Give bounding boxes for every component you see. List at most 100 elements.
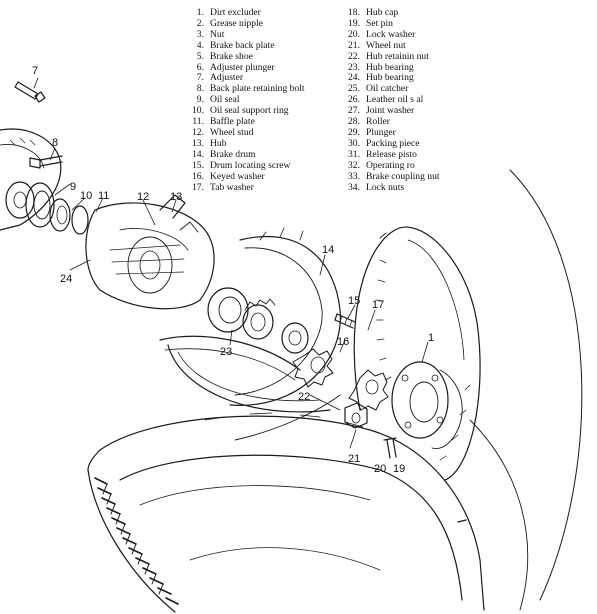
callout-18: 1 bbox=[428, 332, 434, 344]
legend-number: 30. bbox=[348, 137, 360, 149]
legend-entry: 3. Nut bbox=[182, 28, 305, 41]
legend-entry: 1. Dirt excluder bbox=[182, 7, 305, 19]
legend-entry: 26. Leather oil s al bbox=[338, 94, 440, 106]
legend-entry: 34.Lock nuts bbox=[338, 181, 440, 194]
legend-entry: 19. Set pin bbox=[338, 17, 440, 30]
legend-label: Wheel nut bbox=[366, 39, 406, 51]
legend-number: 19. bbox=[348, 17, 360, 29]
callout-23: 23 bbox=[220, 346, 232, 358]
legend-number: 12. bbox=[192, 126, 204, 138]
legend-number: 21. bbox=[348, 39, 360, 51]
legend-label: Hub bearing bbox=[366, 72, 414, 84]
legend-label: Wheel stud bbox=[210, 126, 254, 138]
legend-label: Joint washer bbox=[366, 105, 415, 117]
legend-number: 8. bbox=[196, 83, 204, 95]
legend-entry: 30.Packing piece bbox=[338, 137, 440, 150]
legend-label: Oil seal bbox=[210, 94, 240, 106]
set-pin bbox=[383, 437, 397, 459]
retaining-bolt bbox=[29, 155, 63, 169]
callout-22: 22 bbox=[298, 391, 310, 403]
callout-7: 7 bbox=[32, 65, 38, 77]
leader-lines bbox=[33, 77, 429, 449]
callout-13: 13 bbox=[170, 191, 182, 203]
legend-entry: 17.Tab washer bbox=[182, 181, 305, 194]
legend-label: Baffle plate bbox=[210, 116, 255, 128]
legend-label: Adjuster plunger bbox=[210, 61, 275, 73]
legend-label: Brake drum bbox=[210, 148, 256, 160]
legend-label: Hub bbox=[210, 137, 227, 149]
legend-label: Dirt excluder bbox=[210, 7, 261, 18]
legend-entry: 14. Brake drum bbox=[182, 148, 305, 161]
legend-number: 28. bbox=[348, 116, 360, 128]
legend-number: 33. bbox=[348, 170, 360, 182]
brake-drum bbox=[159, 227, 341, 406]
legend-entry: 2. Grease nipple bbox=[182, 17, 305, 30]
legend-label: Keyed washer bbox=[210, 170, 265, 182]
callout-20: 20 bbox=[374, 463, 386, 475]
legend-label: Operating ro bbox=[366, 159, 415, 171]
legend-label: Tab washer bbox=[210, 181, 254, 193]
legend-entry: 25.Oil catcher bbox=[338, 83, 440, 95]
legend-entry: 11. Baffle plate bbox=[182, 116, 305, 128]
callout-14: 14 bbox=[322, 244, 334, 256]
legend-label: Leather oil s al bbox=[366, 94, 424, 106]
legend-number: 34. bbox=[348, 181, 360, 193]
legend-entry: 24.Hub bearing bbox=[338, 73, 440, 84]
legend-entry: 15.Drum locating screw bbox=[182, 159, 305, 172]
callout-17: 17 bbox=[372, 299, 384, 311]
legend-number: 1. bbox=[196, 7, 204, 18]
legend-entry: 6.Adjuster plunger bbox=[182, 61, 305, 74]
brake-shoe-lower bbox=[167, 344, 341, 441]
legend-number: 29. bbox=[348, 126, 360, 138]
legend-label: Lock washer bbox=[366, 28, 416, 40]
legend-entry: 31.Release pisto bbox=[338, 149, 440, 161]
legend-entry: 7. Adjuster bbox=[182, 73, 305, 84]
legend-label: Nut bbox=[210, 28, 225, 40]
hub-body bbox=[85, 194, 215, 310]
legend-entry: 18.Hub cap bbox=[338, 7, 440, 19]
legend-number: 20. bbox=[348, 28, 360, 40]
legend-number: 4. bbox=[196, 39, 204, 51]
legend-label: Grease nipple bbox=[210, 17, 264, 29]
legend-number: 25. bbox=[348, 83, 360, 95]
drum-locating-screw bbox=[334, 313, 356, 329]
wheel-nut bbox=[344, 402, 368, 429]
callout-12: 12 bbox=[137, 191, 149, 203]
legend-entry: 27. Joint washer bbox=[338, 105, 440, 117]
hub-flange bbox=[391, 361, 463, 449]
legend-entry: 5.Brake shoe bbox=[182, 51, 305, 63]
wheel-rim-arc bbox=[509, 169, 583, 601]
legend-entry: 10. Oil seal support ring bbox=[182, 105, 305, 117]
legend-entry: 21. Wheel nut bbox=[338, 39, 440, 52]
legend-number: 9. bbox=[196, 94, 204, 106]
legend-entry: 33.Brake coupling nut bbox=[338, 170, 440, 183]
back-plate bbox=[0, 128, 62, 231]
legend-entry: 20. Lock washer bbox=[338, 28, 440, 41]
legend-number: 26. bbox=[348, 94, 360, 106]
legend-number: 27. bbox=[348, 105, 360, 117]
legend-entry: 28.Roller bbox=[338, 116, 440, 128]
legend-label: Oil seal support ring bbox=[210, 105, 289, 117]
legend-label: Set pin bbox=[366, 17, 393, 29]
legend-label: Hub cap bbox=[366, 7, 399, 18]
legend-number: 11. bbox=[192, 116, 204, 128]
legend-number: 10. bbox=[192, 105, 204, 117]
legend-label: Adjuster bbox=[210, 72, 244, 84]
legend-number: 3. bbox=[196, 28, 204, 40]
legend-label: Plunger bbox=[366, 126, 396, 138]
legend-number: 2. bbox=[196, 17, 204, 29]
legend-number: 15. bbox=[192, 159, 204, 171]
legend-number: 32. bbox=[348, 159, 360, 171]
legend-number: 14. bbox=[192, 148, 204, 160]
legend-number: 7. bbox=[196, 72, 204, 84]
legend-number: 22. bbox=[348, 50, 360, 62]
callout-labels: 7 8 9 10 11 12 13 14 15 16 17 1 19 20 21… bbox=[32, 65, 434, 475]
oil-seal-and-ring bbox=[25, 182, 89, 235]
parts-legend-left: 1. Dirt excluder 2. Grease nipple 3. Nut 4. Bra… bbox=[182, 7, 305, 194]
legend-number: 23. bbox=[348, 61, 360, 73]
callout-9: 9 bbox=[70, 181, 76, 193]
legend-number: 13. bbox=[192, 137, 204, 149]
callout-19: 19 bbox=[393, 463, 405, 475]
legend-entry: 16.Keyed washer bbox=[182, 170, 305, 183]
